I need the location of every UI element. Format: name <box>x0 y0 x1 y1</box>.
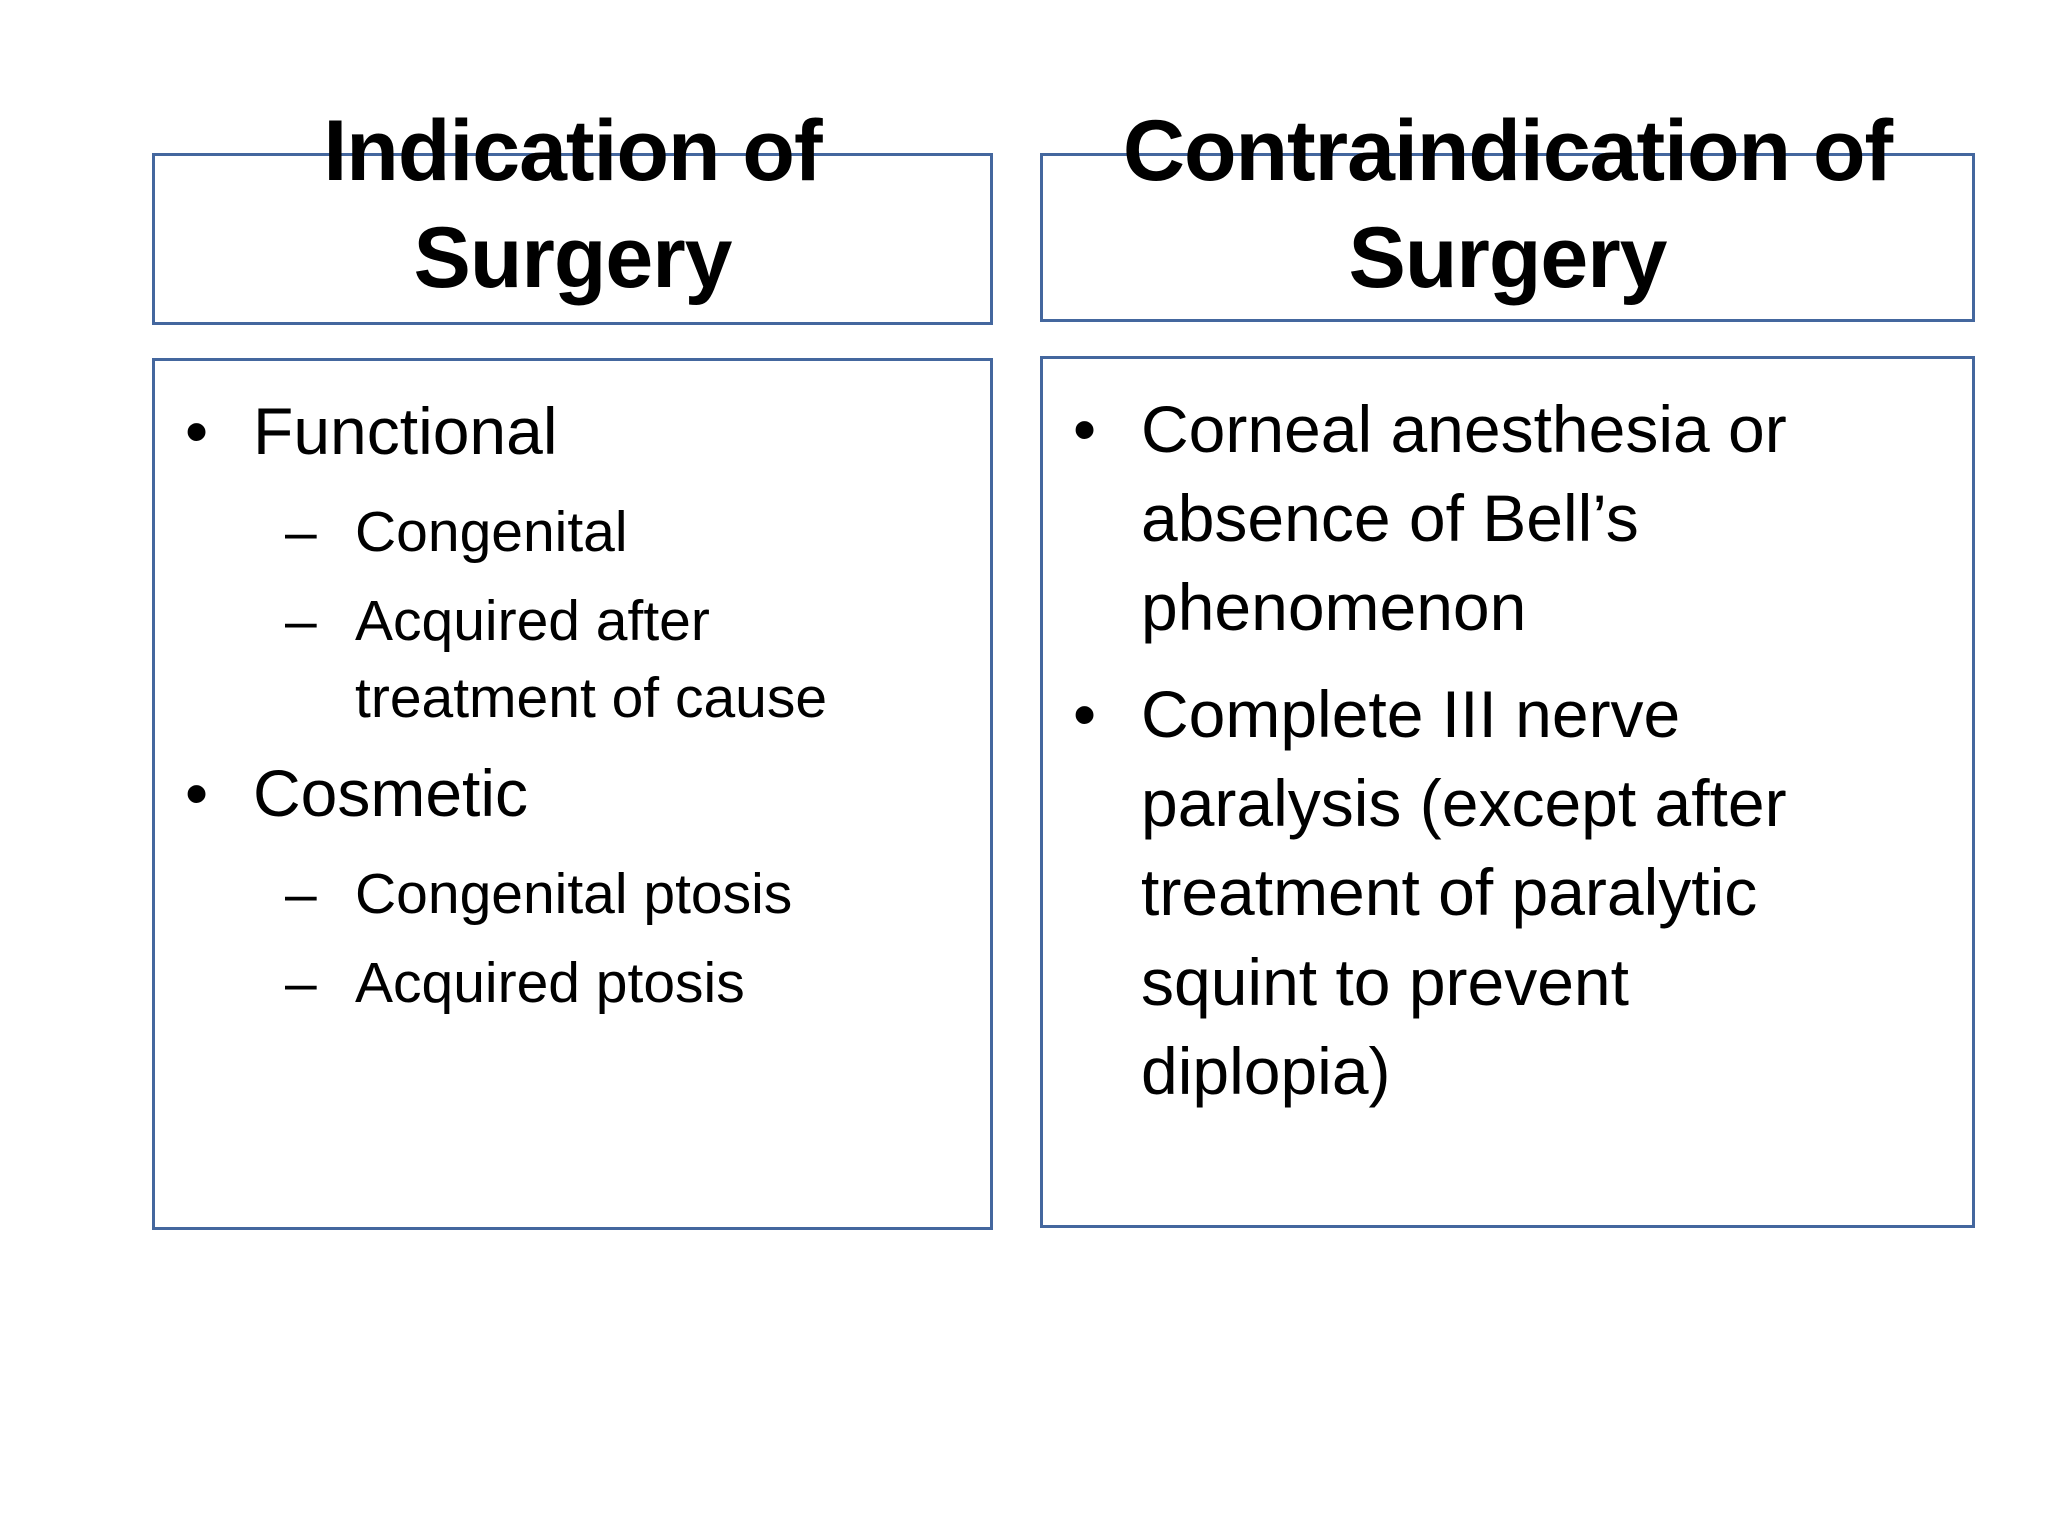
list-item-text: Acquired after treatment of cause <box>355 589 828 730</box>
list-item: – Acquired ptosis <box>285 945 982 1022</box>
left-title-box: Indication of Surgery <box>152 103 993 325</box>
list-item-text: Corneal anesthesia or absence of Bell’s … <box>1141 392 1787 645</box>
bullet-marker: • <box>185 394 209 468</box>
bullet-marker: • <box>1073 392 1097 466</box>
left-bullet-list: • Functional – Congenital – Acquired aft… <box>155 387 990 1022</box>
list-item: • Functional <box>185 387 982 476</box>
list-item-text: Complete III nerve paralysis (except aft… <box>1141 677 1787 1108</box>
list-item: – Congenital <box>285 494 982 571</box>
left-content-box: • Functional – Congenital – Acquired aft… <box>152 358 993 1230</box>
dash-marker: – <box>285 500 317 565</box>
list-item-text: Acquired ptosis <box>355 950 745 1015</box>
right-title-box: Contraindication of Surgery <box>1040 103 1975 322</box>
list-item: – Acquired after treatment of cause <box>285 583 982 737</box>
list-item-text: Congenital <box>355 500 628 565</box>
dash-marker: – <box>285 589 317 654</box>
list-item-text: Congenital ptosis <box>355 862 793 926</box>
dash-marker: – <box>285 950 317 1015</box>
right-bullet-list: • Corneal anesthesia or absence of Bell’… <box>1043 385 1972 1116</box>
right-content-box: • Corneal anesthesia or absence of Bell’… <box>1040 356 1975 1228</box>
list-item: • Cosmetic <box>185 749 982 838</box>
list-item: • Complete III nerve paralysis (except a… <box>1073 670 1964 1115</box>
dash-marker: – <box>285 862 317 926</box>
list-item-text: Functional <box>253 394 558 468</box>
left-panel-title: Indication of Surgery <box>323 103 822 306</box>
right-panel-title: Contraindication of Surgery <box>1122 103 1893 306</box>
list-item: • Corneal anesthesia or absence of Bell’… <box>1073 385 1964 652</box>
list-item-text: Cosmetic <box>253 755 529 830</box>
list-item: – Congenital ptosis <box>285 856 982 933</box>
bullet-marker: • <box>1073 677 1097 752</box>
bullet-marker: • <box>185 755 209 830</box>
